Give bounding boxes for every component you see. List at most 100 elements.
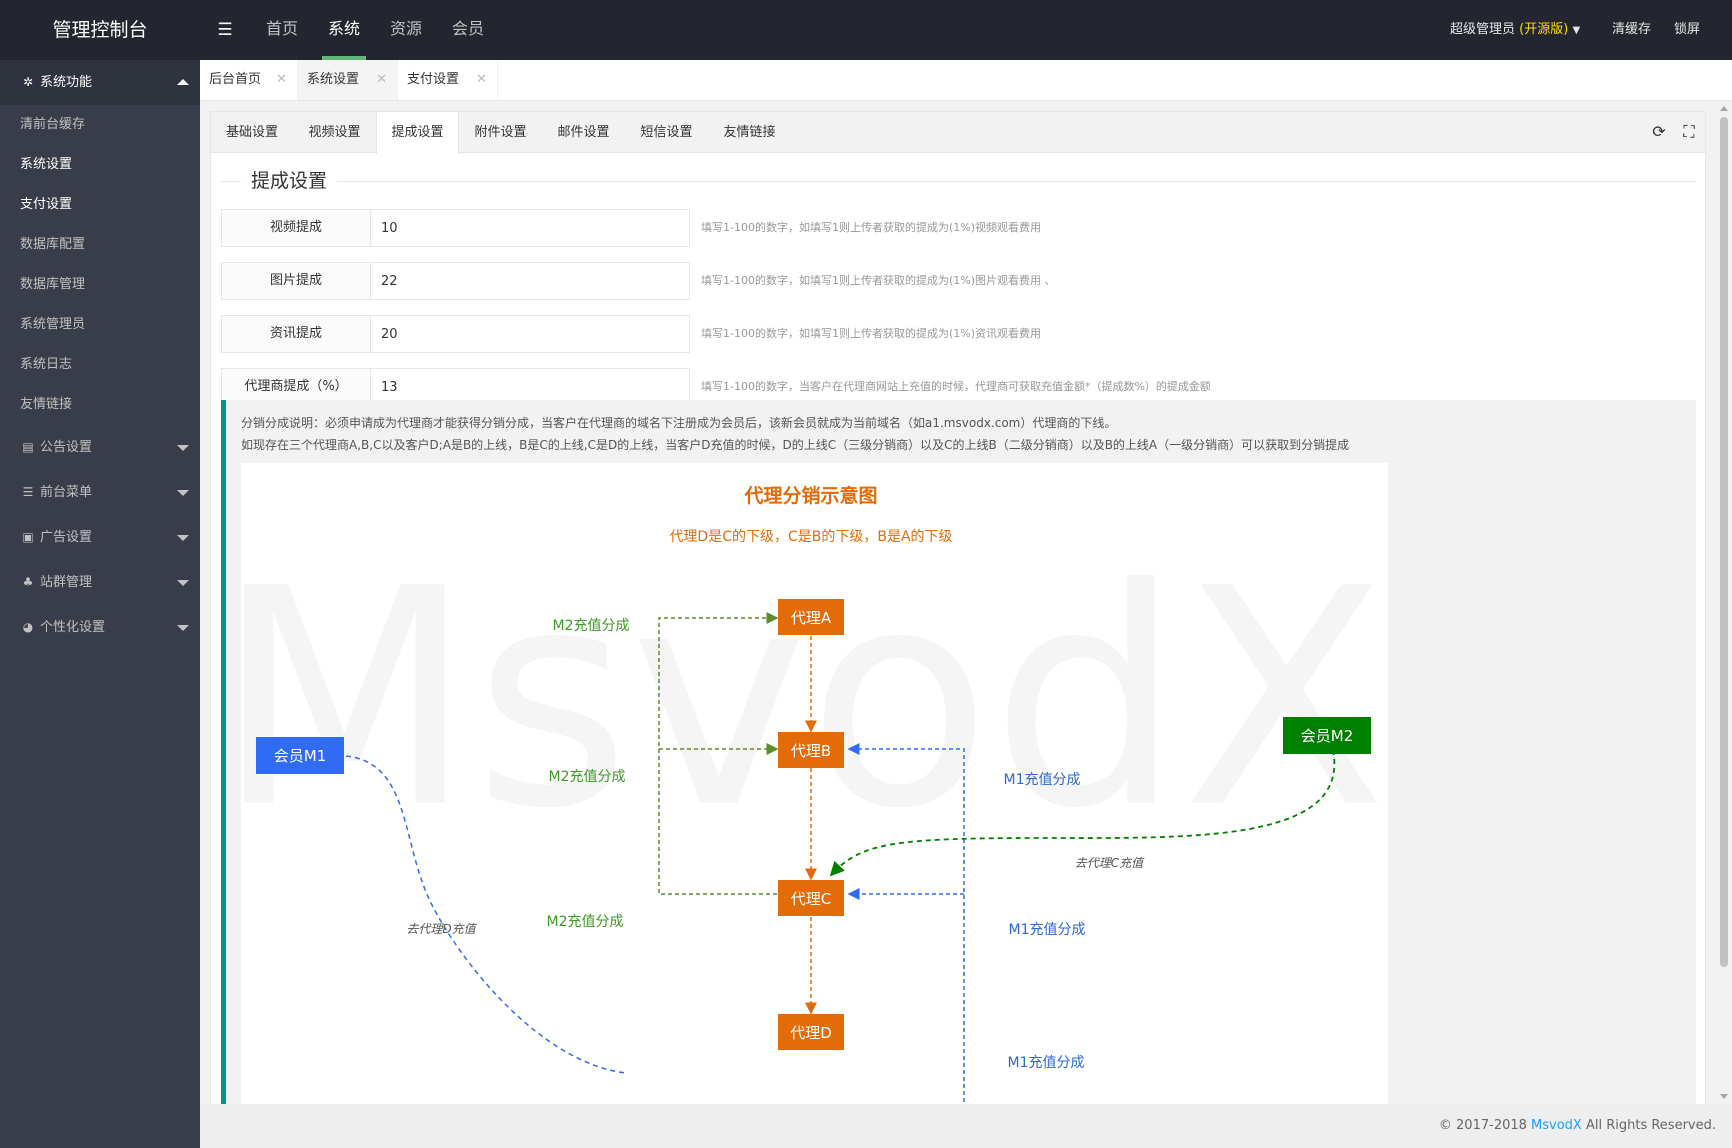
sidebar-item-links[interactable]: 友情链接 — [20, 397, 73, 412]
content-scrollbar[interactable] — [1716, 101, 1732, 1104]
node-agent-c-label: 代理C — [791, 890, 831, 908]
section-header: 提成设置 — [221, 166, 1696, 196]
subtab-attachment[interactable]: 附件设置 — [474, 125, 527, 140]
sidebar-group-label: 系统功能 — [40, 75, 93, 90]
node-member-m1 — [256, 737, 344, 774]
curve-label-m2: 去代理C充值 — [1075, 856, 1145, 870]
sidebar-item-clear-cache[interactable]: 清前台缓存 — [20, 117, 86, 132]
sidebar-item-system-settings[interactable]: 系统设置 — [20, 157, 73, 172]
book-icon: ▤ — [22, 440, 34, 454]
edge-m2-curve — [829, 749, 1336, 877]
node-agent-d-label: 代理D — [790, 1024, 832, 1042]
menu-list-icon[interactable]: ☰ — [217, 20, 233, 40]
close-icon[interactable]: ✕ — [376, 72, 387, 87]
topnav-system[interactable]: 系统 — [322, 0, 366, 60]
field-hint: 填写1-100的数字，如填写1则上传者获取的提成为(1%)资讯观看费用 — [701, 327, 1041, 340]
sidebar-item-payment-settings[interactable]: 支付设置 — [20, 197, 73, 212]
curve-label-m1: 去代理D充值 — [406, 922, 477, 936]
m1-label-b: M1充值分成 — [1004, 772, 1081, 788]
sidebar-group-sites[interactable]: ♣站群管理 — [0, 560, 200, 605]
note-line-1: 分销分成说明：必须申请成为代理商才能获得分销分成，当客户在代理商的域名下注册成为… — [241, 416, 1117, 430]
sidebar-group-personalize[interactable]: ◕个性化设置 — [0, 605, 200, 650]
distribution-diagram: MsvodX 代理分销示意图 代理D是C的下级，C是B的下级，B是A的下级 — [241, 463, 1388, 1104]
sidebar-system-list: 清前台缓存 系统设置 支付设置 数据库配置 数据库管理 系统管理员 系统日志 友… — [0, 105, 200, 425]
tab-system-settings[interactable]: 系统设置 ✕ — [298, 60, 398, 100]
diagram-title: 代理分销示意图 — [743, 484, 877, 507]
node-agent-b-label: 代理B — [791, 742, 831, 760]
sidebar-item-logs[interactable]: 系统日志 — [20, 357, 73, 372]
diagram-watermark: MsvodX — [241, 525, 1387, 874]
refresh-icon[interactable]: ⟳ — [1652, 122, 1666, 141]
sidebar: ✲系统功能 清前台缓存 系统设置 支付设置 数据库配置 数据库管理 系统管理员 … — [0, 60, 200, 1148]
form-row-agent: 代理商提成（%） 填写1-100的数字，当客户在代理商网站上充值的时候，代理商可… — [221, 368, 1621, 406]
tab-label: 系统设置 — [307, 72, 360, 87]
node-member-m1-label: 会员M1 — [274, 747, 327, 765]
news-commission-input[interactable] — [370, 315, 690, 353]
lock-screen-button[interactable]: 锁屏 — [1674, 22, 1701, 37]
footer-brand-link[interactable]: MsvodX — [1531, 1118, 1582, 1133]
image-commission-input[interactable] — [370, 262, 690, 300]
subtab-sms[interactable]: 短信设置 — [640, 125, 693, 140]
scroll-down-icon[interactable] — [1720, 1094, 1728, 1099]
footer-prefix: © 2017-2018 — [1438, 1118, 1532, 1133]
scroll-thumb[interactable] — [1720, 117, 1728, 967]
user-menu[interactable]: 超级管理员 (开源版) ▼ — [1450, 0, 1580, 60]
app-title: 管理控制台 — [52, 19, 148, 41]
page-tabs-bar: 后台首页 ✕ 系统设置 ✕ 支付设置 ✕ — [200, 60, 1732, 101]
field-label: 视频提成 — [221, 209, 371, 247]
user-name: 超级管理员 — [1450, 22, 1516, 37]
field-label: 图片提成 — [221, 262, 371, 300]
top-bar: 管理控制台 ☰ 首页 系统 资源 会员 超级管理员 (开源版) ▼ 清缓存 锁屏 — [0, 0, 1732, 60]
tab-dashboard[interactable]: 后台首页 ✕ — [200, 60, 298, 100]
close-icon[interactable]: ✕ — [276, 72, 287, 87]
edge-m2-to-a — [658, 612, 779, 895]
chevron-down-icon — [177, 490, 189, 496]
chevron-down-icon — [177, 445, 189, 451]
subtab-mail[interactable]: 邮件设置 — [557, 125, 610, 140]
content-area: 基础设置 视频设置 提成设置 附件设置 邮件设置 短信设置 友情链接 ⟳ ⛶ 提… — [200, 101, 1716, 1104]
fullscreen-icon[interactable]: ⛶ — [1683, 122, 1695, 141]
sidebar-group-ads[interactable]: ▣ 广告设置 — [0, 515, 200, 560]
sidebar-group-notice[interactable]: ▤ 公告设置 — [0, 425, 200, 470]
subtab-basic[interactable]: 基础设置 — [225, 125, 278, 140]
node-agent-c — [778, 880, 844, 916]
sidebar-group-label: 前台菜单 — [40, 485, 93, 500]
topnav-home[interactable]: 首页 — [265, 19, 298, 38]
list-icon: ☰ — [22, 485, 34, 499]
sidebar-item-admins[interactable]: 系统管理员 — [20, 317, 86, 332]
subtab-links[interactable]: 友情链接 — [723, 125, 776, 140]
sidebar-group-system[interactable]: ✲系统功能 — [0, 60, 200, 105]
subtab-video[interactable]: 视频设置 — [308, 125, 361, 140]
chevron-down-icon — [177, 535, 189, 541]
sidebar-group-label: 公告设置 — [40, 440, 93, 455]
distribution-note: 分销分成说明：必须申请成为代理商才能获得分销分成，当客户在代理商的域名下注册成为… — [221, 400, 1696, 1104]
close-icon[interactable]: ✕ — [476, 72, 487, 87]
sidebar-item-db-config[interactable]: 数据库配置 — [20, 237, 86, 252]
section-title: 提成设置 — [241, 166, 338, 196]
edge-m1-curve — [345, 755, 627, 1074]
form-row-image: 图片提成 填写1-100的数字，如填写1则上传者获取的提成为(1%)图片观看费用… — [221, 262, 1621, 300]
field-hint: 填写1-100的数字，当客户在代理商网站上充值的时候，代理商可获取充值金额*（提… — [701, 380, 1211, 393]
form-row-news: 资讯提成 填写1-100的数字，如填写1则上传者获取的提成为(1%)资讯观看费用 — [221, 315, 1621, 353]
subtab-commission[interactable]: 提成设置 — [376, 112, 459, 154]
video-commission-input[interactable] — [370, 209, 690, 247]
sidebar-group-front-menu[interactable]: ☰ 前台菜单 — [0, 470, 200, 515]
node-member-m2 — [1283, 717, 1371, 754]
node-agent-a-label: 代理A — [791, 609, 832, 627]
tab-payment-settings[interactable]: 支付设置 ✕ — [398, 60, 498, 100]
dashboard-icon: ◕ — [22, 620, 34, 634]
image-icon: ▣ — [22, 530, 34, 544]
clear-cache-button[interactable]: 清缓存 — [1612, 22, 1652, 37]
scroll-up-icon[interactable] — [1720, 106, 1728, 111]
m1-label-c: M1充值分成 — [1009, 922, 1086, 938]
node-agent-b — [778, 732, 844, 768]
m2-label-b: M2充值分成 — [549, 769, 626, 785]
settings-sub-tabs: 基础设置 视频设置 提成设置 附件设置 邮件设置 短信设置 友情链接 ⟳ ⛶ — [211, 112, 1705, 154]
section-divider — [221, 181, 1696, 182]
diagram-svg: MsvodX 代理分销示意图 代理D是C的下级，C是B的下级，B是A的下级 — [241, 484, 1387, 1104]
topnav-resource[interactable]: 资源 — [389, 19, 422, 38]
sidebar-group-label: 广告设置 — [40, 530, 93, 545]
topnav-member[interactable]: 会员 — [451, 19, 484, 38]
field-hint: 填写1-100的数字，如填写1则上传者获取的提成为(1%)视频观看费用 — [701, 221, 1041, 234]
sidebar-item-db-manage[interactable]: 数据库管理 — [20, 277, 86, 292]
